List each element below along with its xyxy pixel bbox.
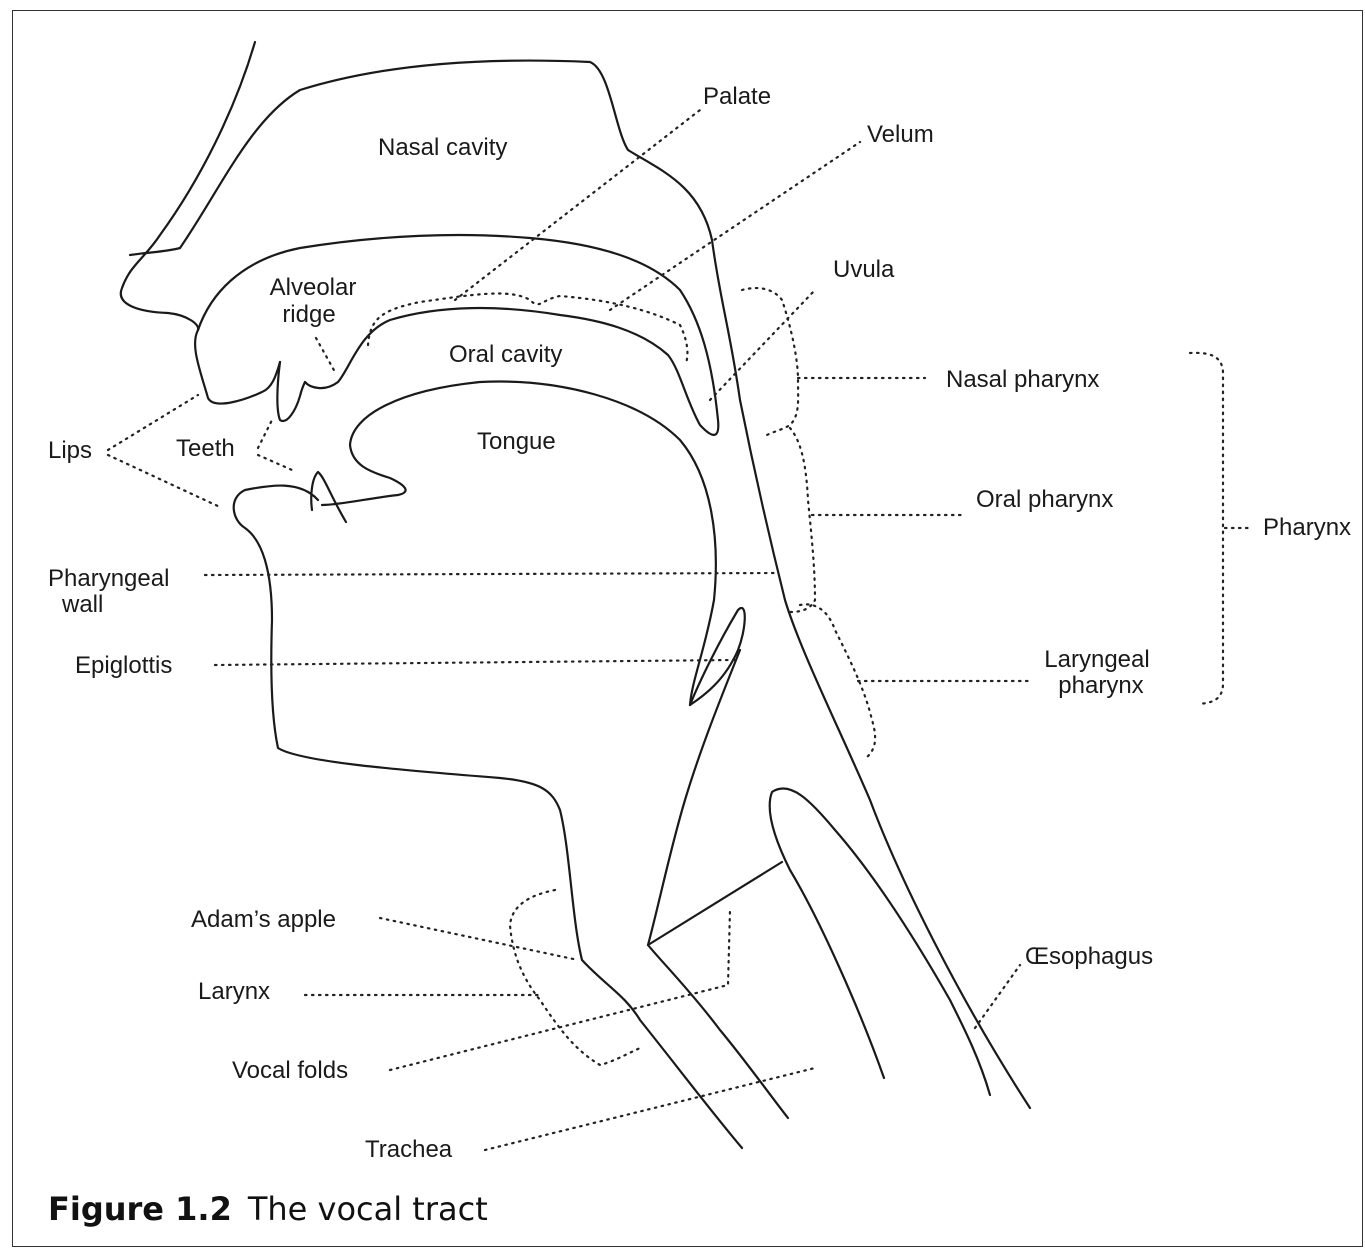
nasal-pharynx-bracket [742, 288, 798, 436]
teeth-leader-lower [258, 455, 292, 470]
oral-pharynx-bracket [790, 428, 815, 612]
caption-title: The vocal tract [247, 1190, 488, 1228]
upper-lip-palate-line [198, 235, 718, 435]
velum-leader [610, 142, 860, 310]
label-palate: Palate [703, 83, 771, 110]
label-teeth: Teeth [176, 435, 235, 462]
label-larynx: Larynx [198, 978, 270, 1005]
label-alveolar-ridge-line2: ridge [282, 301, 335, 328]
lips-leader-lower [108, 455, 222, 508]
trachea-leader [485, 1068, 815, 1150]
adams-apple-leader [380, 918, 578, 960]
vocal-folds-line [648, 862, 782, 945]
caption-figure-number: Figure 1.2 [48, 1190, 232, 1228]
nasal-cavity-roof [180, 61, 1030, 1108]
lower-lip-chin-outline [234, 486, 742, 1148]
label-epiglottis: Epiglottis [75, 652, 172, 679]
label-vocal-folds: Vocal folds [232, 1057, 348, 1084]
label-alveolar-ridge-line1: Alveolar [270, 274, 357, 301]
label-pharyngeal-wall-line2: wall [61, 591, 103, 618]
label-lips: Lips [48, 437, 92, 464]
label-oesophagus: Œsophagus [1025, 943, 1153, 970]
label-velum: Velum [867, 121, 934, 148]
vocal-folds-leader [390, 910, 730, 1070]
label-pharynx: Pharynx [1263, 514, 1351, 541]
alveolar-ridge-leader [316, 338, 335, 372]
pharynx-bracket [1190, 353, 1223, 704]
upper-lip-outline [195, 330, 280, 404]
label-oral-cavity: Oral cavity [449, 341, 562, 368]
label-uvula: Uvula [833, 256, 895, 283]
label-pharyngeal-wall-line1: Pharyngeal [48, 565, 169, 592]
nostril-line [130, 248, 180, 255]
larynx-front-wall [648, 650, 788, 1118]
label-adams-apple: Adam’s apple [191, 906, 336, 933]
teeth-leader-upper [258, 420, 272, 448]
label-oral-pharynx: Oral pharynx [976, 486, 1113, 513]
label-trachea: Trachea [365, 1136, 453, 1163]
caption-line: Figure 1.2 The vocal tract [48, 1190, 488, 1228]
leader-lines [108, 110, 1252, 1150]
uvula-leader [710, 290, 815, 400]
label-nasal-pharynx: Nasal pharynx [946, 366, 1099, 393]
label-nasal-cavity: Nasal cavity [378, 134, 507, 161]
laryngeal-pharynx-bracket [800, 604, 875, 758]
pharyngeal-wall-leader [205, 573, 778, 575]
diagram-labels: Nasal cavity Palate Velum Uvula Alveolar… [48, 83, 1351, 1163]
oesophagus-front-wall [770, 788, 990, 1095]
upper-teeth-outline [277, 362, 305, 421]
label-tongue: Tongue [477, 428, 556, 455]
label-laryngeal-pharynx-line2: pharynx [1058, 672, 1143, 699]
nose-outline [121, 42, 255, 330]
epiglottis-leader [215, 660, 735, 665]
oesophagus-leader [975, 965, 1020, 1028]
label-laryngeal-pharynx-line1: Laryngeal [1044, 646, 1149, 673]
figure-caption: Figure 1.2 The vocal tract [48, 1190, 488, 1228]
